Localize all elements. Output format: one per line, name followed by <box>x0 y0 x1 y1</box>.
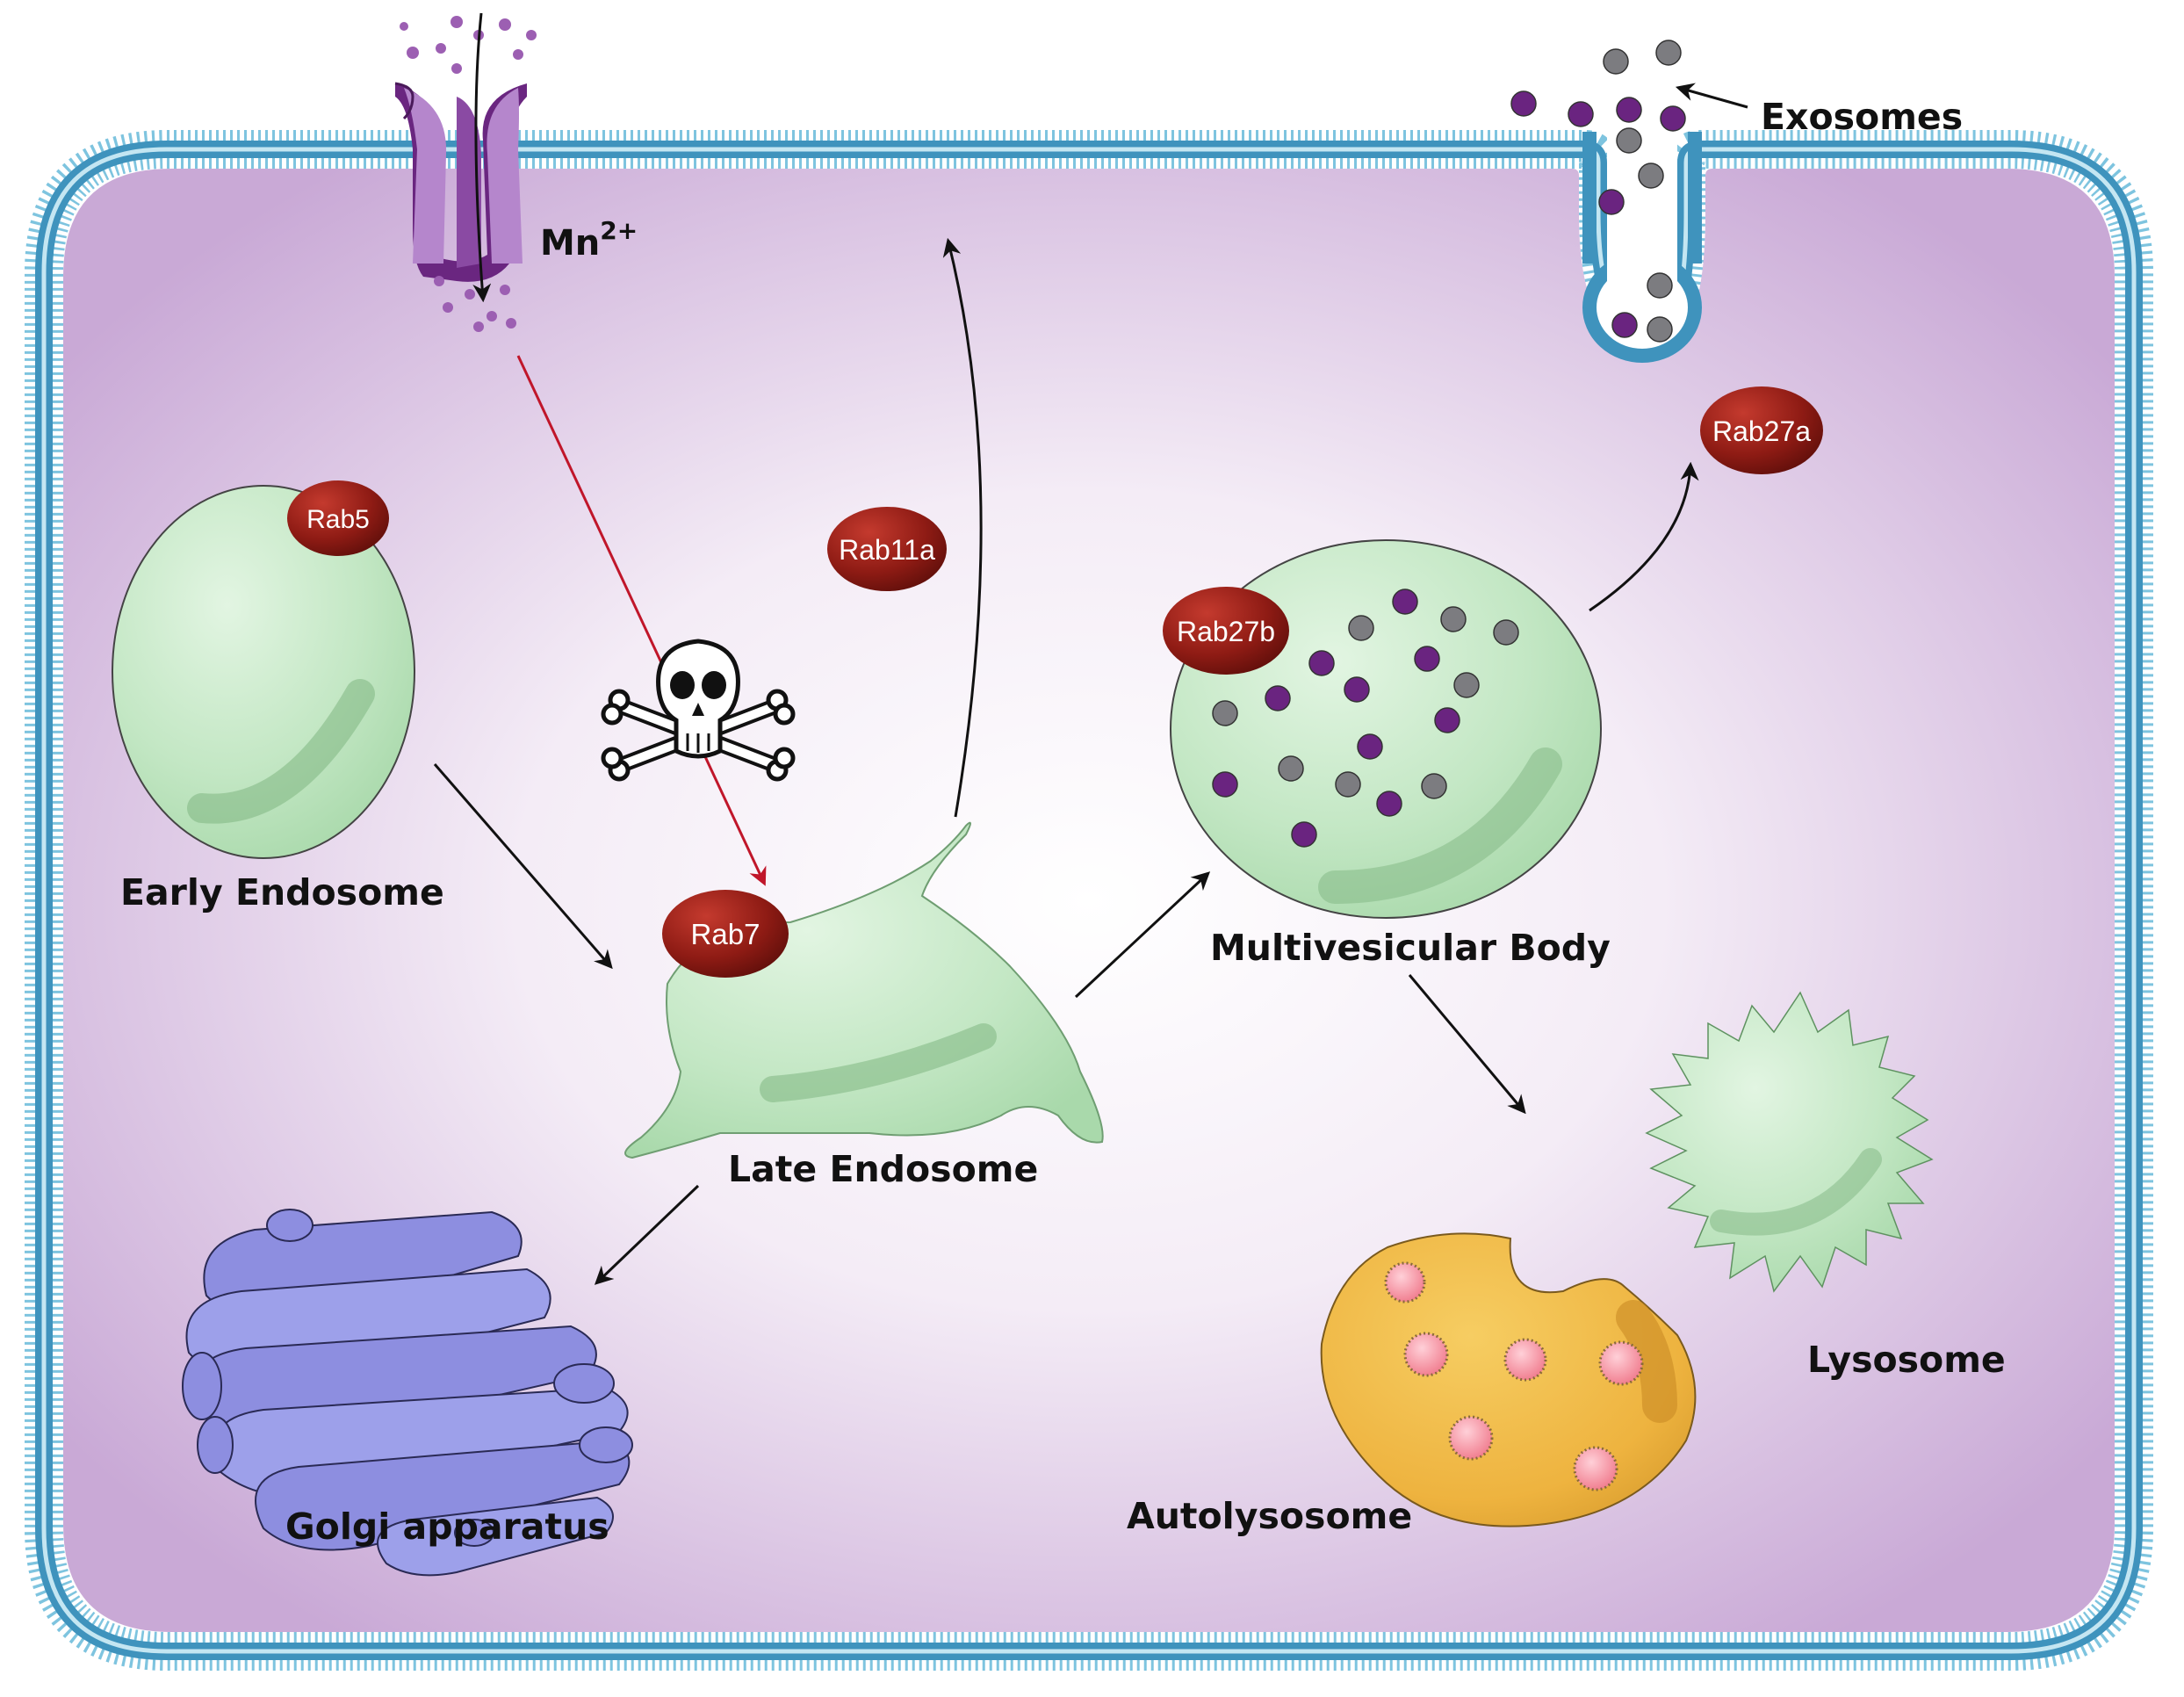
rab27a-protein: Rab27a <box>1700 386 1823 474</box>
lysosome-label: Lysosome <box>1807 1339 2006 1381</box>
exosomes-label: Exosomes <box>1761 96 1963 138</box>
multivesicular-body-label: Multivesicular Body <box>1210 927 1611 969</box>
late-to-mvb-arrow <box>1074 871 1211 999</box>
mn-ions-outside <box>400 16 537 74</box>
early-endosome-label: Early Endosome <box>120 871 444 913</box>
rab27b-protein: Rab27b <box>1163 587 1289 675</box>
ion-channel <box>394 82 527 282</box>
autolysosome-label: Autolysosome <box>1127 1495 1412 1537</box>
svg-text:Rab7: Rab7 <box>691 918 760 950</box>
ion-flow-arrow <box>472 12 492 303</box>
late-to-golgi-arrow <box>594 1184 700 1285</box>
cytoplasm <box>63 169 2115 1632</box>
autolysosome-vesicles <box>1384 1261 1644 1491</box>
exosomes-pointer-arrow <box>1675 83 1748 109</box>
svg-text:Rab27a: Rab27a <box>1712 415 1811 447</box>
late-endosome-label: Late Endosome <box>728 1148 1038 1190</box>
rab5-protein: Rab5 <box>287 480 389 556</box>
rab7-protein: Rab7 <box>662 890 789 978</box>
mn-to-rab7-arrow <box>516 355 767 886</box>
skull-crossbones-icon <box>601 639 796 782</box>
rab11a-protein: Rab11a <box>827 507 947 591</box>
early-to-late-arrow <box>433 763 613 970</box>
mn-ions-inside <box>434 276 516 332</box>
mvb-vesicles <box>1212 589 1519 848</box>
mvb-to-lysosome-arrow <box>1408 974 1526 1115</box>
svg-text:Rab11a: Rab11a <box>839 534 935 566</box>
late-endosome <box>624 821 1104 1159</box>
mn-label: Mn2+ <box>540 216 638 264</box>
svg-text:Rab5: Rab5 <box>306 505 370 534</box>
lysosome <box>1645 991 1934 1293</box>
early-endosome <box>112 485 415 859</box>
recycling-arrow <box>942 237 983 818</box>
golgi-label: Golgi apparatus <box>285 1506 609 1548</box>
mvb-to-exocytosis-arrow <box>1589 461 1699 612</box>
svg-text:Rab27b: Rab27b <box>1177 616 1275 647</box>
golgi-apparatus <box>182 1209 633 1577</box>
exosomes <box>1510 40 1686 343</box>
